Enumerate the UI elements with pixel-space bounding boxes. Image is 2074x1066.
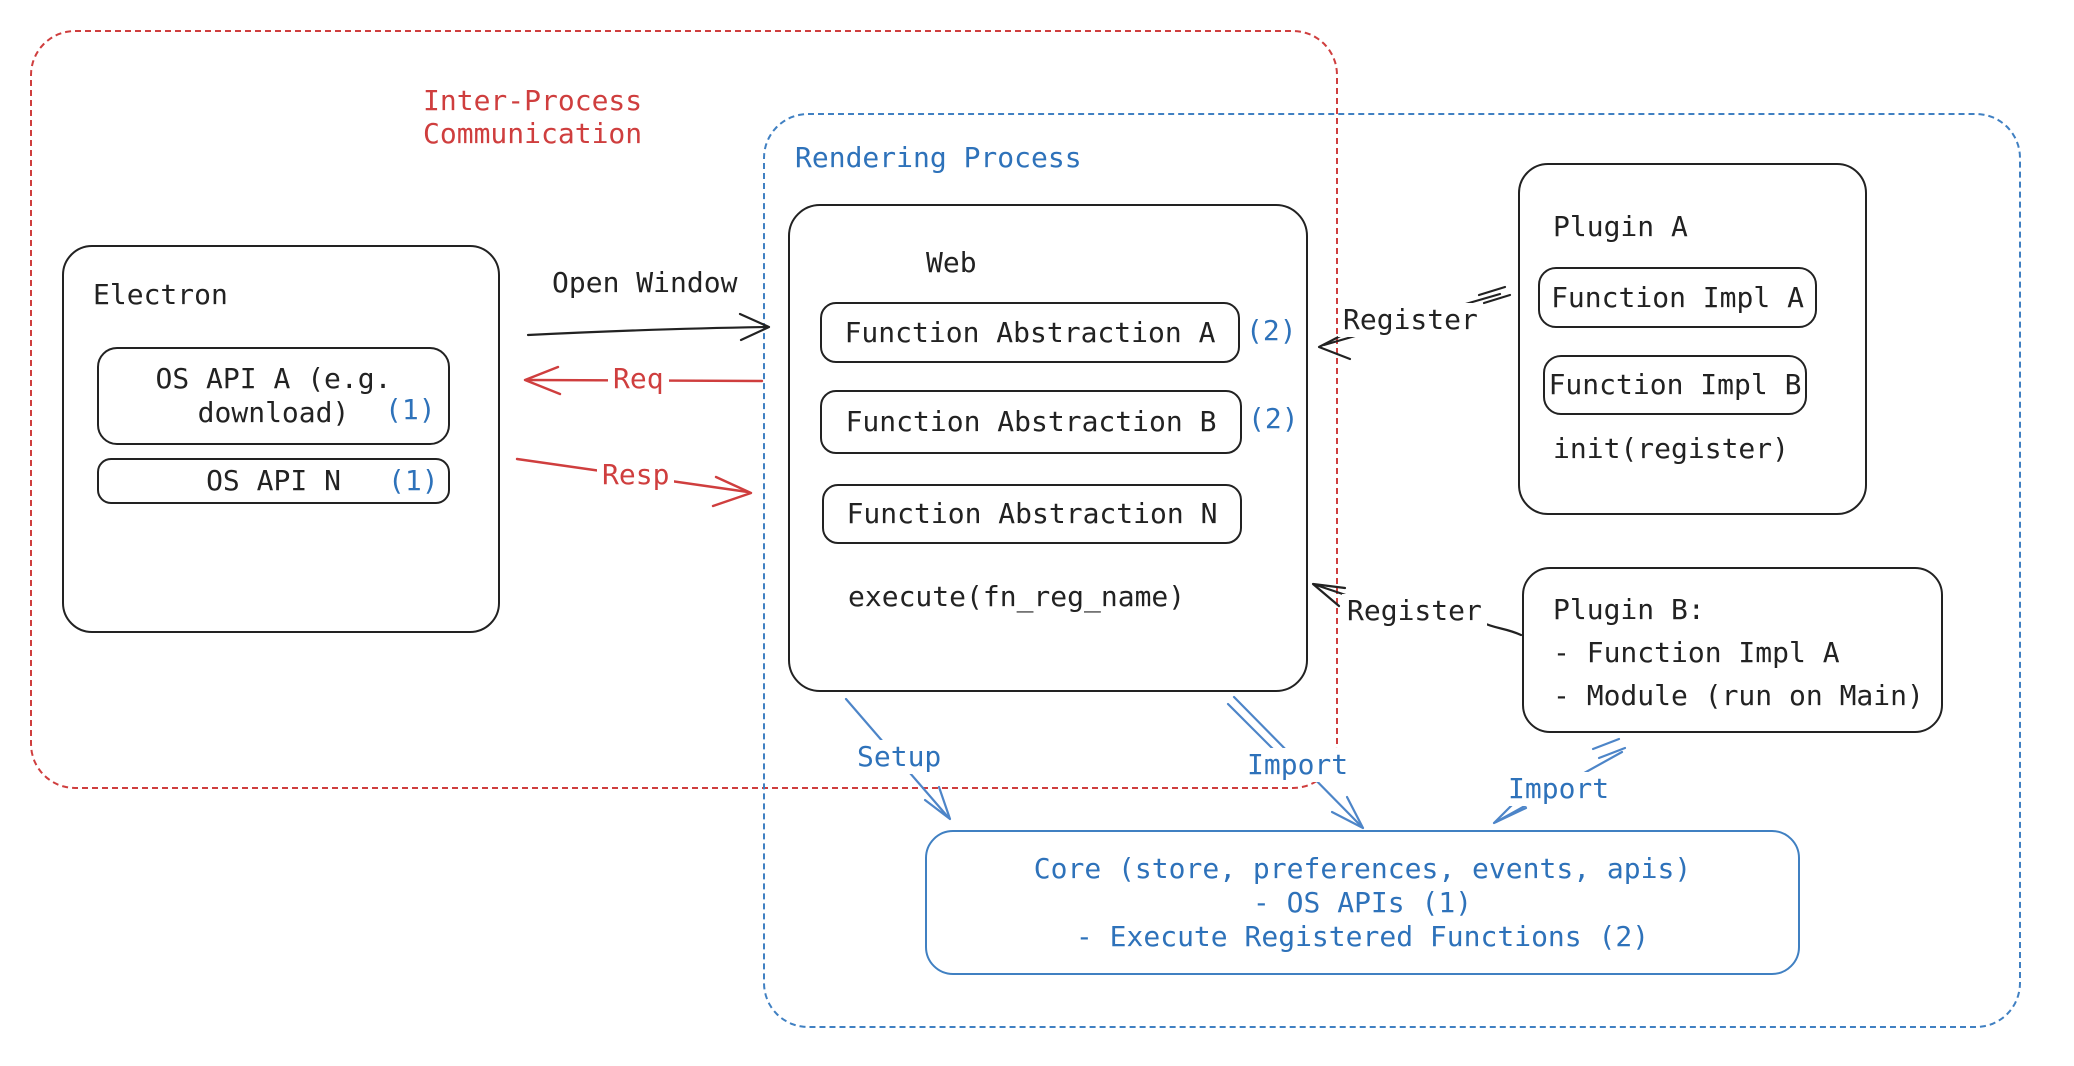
rendering-process-label: Rendering Process [795, 141, 1082, 174]
setup-label: Setup [852, 740, 947, 774]
function-abstraction-n-label: Function Abstraction N [846, 497, 1218, 530]
plugin-b-box [1522, 567, 1943, 733]
os-api-n-badge: (1) [388, 464, 439, 497]
plugin-b-title: Plugin B: [1553, 593, 1705, 626]
os-api-n-box: OS API N [97, 458, 450, 504]
core-line2: - OS APIs (1) [1252, 885, 1473, 919]
plugin-a-title: Plugin A [1553, 210, 1688, 243]
os-api-a-line2: download) [197, 396, 350, 429]
core-line1: Core (store, preferences, events, apis) [1033, 851, 1692, 885]
req-arrowhead [523, 365, 562, 396]
function-impl-b-box: Function Impl B [1543, 355, 1807, 415]
ipc-label-line1: Inter-Process [423, 84, 643, 117]
function-abstraction-b-box: Function Abstraction B [820, 390, 1242, 454]
web-title: Web [926, 246, 977, 279]
req-label: Req [608, 362, 669, 396]
rendering-process-frame [763, 113, 2021, 1028]
plugin-a-box [1518, 163, 1867, 515]
function-impl-a-label: Function Impl A [1551, 280, 1804, 314]
core-box: Core (store, preferences, events, apis) … [925, 830, 1800, 975]
resp-arrowhead [711, 475, 753, 508]
register-bottom-connector [1479, 620, 1523, 637]
function-abstraction-b-badge: (2) [1248, 402, 1299, 435]
os-api-a-badge: (1) [385, 393, 436, 426]
setup-arrowhead [923, 785, 952, 821]
open-window-arrow [526, 325, 768, 337]
core-line3: - Execute Registered Functions (2) [1075, 919, 1650, 953]
electron-title: Electron [93, 278, 228, 311]
os-api-a-box: OS API A (e.g. download) [97, 347, 450, 445]
ipc-label-line2: Communication [423, 117, 643, 150]
os-api-a-line1: OS API A (e.g. [155, 362, 392, 395]
resp-label: Resp [597, 458, 675, 492]
function-abstraction-n-box: Function Abstraction N [822, 484, 1242, 544]
function-impl-b-label: Function Impl B [1548, 368, 1802, 401]
ipc-group-frame [30, 30, 1338, 789]
open-window-arrowhead [738, 312, 771, 342]
init-register-label: init(register) [1553, 432, 1790, 465]
execute-label: execute(fn_reg_name) [848, 580, 1186, 613]
function-abstraction-a-label: Function Abstraction A [844, 315, 1216, 349]
function-abstraction-a-badge: (2) [1246, 314, 1297, 347]
plugin-b-content: Plugin B: - Function Impl A - Module (run … [1553, 588, 1924, 717]
open-window-label: Open Window [552, 266, 738, 299]
register-bottom-arrowhead [1311, 582, 1347, 608]
register-bottom-label: Register [1342, 594, 1487, 628]
import-web-arrowhead [1330, 795, 1365, 830]
import-web-label: Import [1242, 748, 1354, 782]
register-top-arrow-tail-ticks [1477, 285, 1512, 305]
plugin-b-item1: - Function Impl A [1553, 636, 1840, 669]
os-api-n-label: OS API N [206, 464, 341, 497]
register-top-label: Register [1338, 303, 1483, 337]
import-plugin-label: Import [1503, 772, 1615, 806]
plugin-b-item2: - Module (run on Main) [1553, 679, 1924, 712]
function-abstraction-b-label: Function Abstraction B [845, 405, 1217, 438]
function-impl-a-box: Function Impl A [1538, 267, 1817, 328]
function-abstraction-a-box: Function Abstraction A [820, 302, 1240, 363]
import-plugin-arrow-tail-ticks [1591, 737, 1627, 760]
